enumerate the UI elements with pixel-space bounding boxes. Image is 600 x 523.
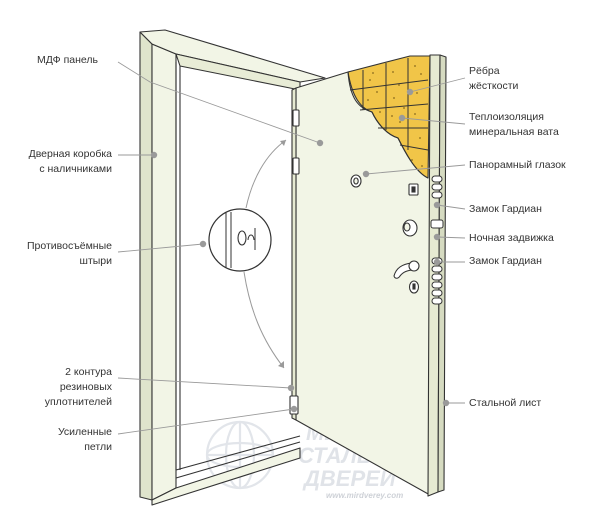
leader-lock-1 xyxy=(436,204,466,210)
leader-insulation xyxy=(401,117,466,125)
label-lock-2: Замок Гардиан xyxy=(469,254,542,269)
frame-left-face xyxy=(151,43,177,501)
watermark-line3: ДВЕРЕЙ xyxy=(302,465,397,491)
label-lock-2-text: Замок Гардиан xyxy=(469,255,542,267)
label-antiremoval-line1: Противосъёмные xyxy=(26,240,112,252)
label-steel-sheet: Стальной лист xyxy=(469,396,541,411)
door-leaf xyxy=(291,54,447,497)
label-steel-sheet-text: Стальной лист xyxy=(469,397,542,409)
label-seals-line3: уплотнителей xyxy=(44,396,112,408)
leader-mdf xyxy=(117,61,321,144)
label-lock-1: Замок Гардиан xyxy=(469,202,542,217)
label-insulation-line2: минеральная вата xyxy=(469,126,559,138)
label-night-latch-text: Ночная задвижка xyxy=(469,232,554,244)
label-stiffening-ribs: Рёбра жёсткости xyxy=(469,64,518,94)
leader-antiremoval xyxy=(117,243,204,253)
label-seals-line2: резиновых xyxy=(59,381,112,393)
watermark-globe-icon xyxy=(205,420,275,490)
threshold-lines xyxy=(175,435,301,471)
stiffening-ribs xyxy=(349,58,429,151)
label-mdf-panel-text: МДФ панель xyxy=(37,54,98,66)
label-antiremoval-line2: штыри xyxy=(79,255,112,267)
label-seals-line1: 2 контура xyxy=(65,366,112,378)
leader-night-latch xyxy=(436,236,466,239)
insulation-specks xyxy=(367,65,423,167)
label-lock-1-text: Замок Гардиан xyxy=(469,203,542,215)
label-insulation-line1: Теплоизоляция xyxy=(469,111,544,123)
label-peephole: Панорамный глазок xyxy=(469,158,566,173)
watermark-url: www.mirdverey.com xyxy=(326,491,403,500)
leader-dots xyxy=(150,88,450,413)
label-door-frame-line1: Дверная коробка xyxy=(28,148,112,160)
magnified-pin-icon xyxy=(237,230,247,246)
leader-seals xyxy=(117,377,292,389)
mdf-panel-curl xyxy=(347,71,429,179)
label-door-frame-line2: с наличниками xyxy=(39,163,112,175)
leader-ribs xyxy=(409,77,466,93)
leader-hinges xyxy=(117,408,295,435)
label-peephole-text: Панорамный глазок xyxy=(469,159,566,171)
label-ribs-line1: Рёбра xyxy=(469,65,500,77)
label-night-latch: Ночная задвижка xyxy=(469,231,554,246)
leader-lines xyxy=(117,61,466,435)
label-hinges-line2: петли xyxy=(84,441,112,453)
door-edge-outer xyxy=(437,54,447,493)
magnifier-callout xyxy=(208,139,287,369)
threshold-lines-2 xyxy=(175,441,301,479)
door-hinge-edge xyxy=(291,87,297,421)
label-ribs-line2: жёсткости xyxy=(469,80,519,92)
frame-threshold xyxy=(151,447,301,506)
arrow-to-hinge xyxy=(243,271,285,369)
label-antiremoval-pins: Противосъёмные штыри xyxy=(27,239,112,269)
locking-bolts xyxy=(430,175,444,305)
door-frame xyxy=(139,29,326,506)
label-rubber-seals: 2 контура резиновых уплотнителей xyxy=(45,365,112,410)
label-hinges-line1: Усиленные xyxy=(57,426,112,438)
antiremoval-pin-mid xyxy=(292,157,300,175)
arrow-to-pin-top xyxy=(245,139,287,209)
label-hinges: Усиленные петли xyxy=(58,425,112,455)
label-mdf-panel: МДФ панель xyxy=(37,53,98,68)
antiremoval-pin-top xyxy=(292,109,300,127)
leader-peephole xyxy=(365,164,466,175)
label-insulation: Теплоизоляция минеральная вата xyxy=(469,110,559,140)
label-door-frame: Дверная коробка с наличниками xyxy=(29,147,112,177)
